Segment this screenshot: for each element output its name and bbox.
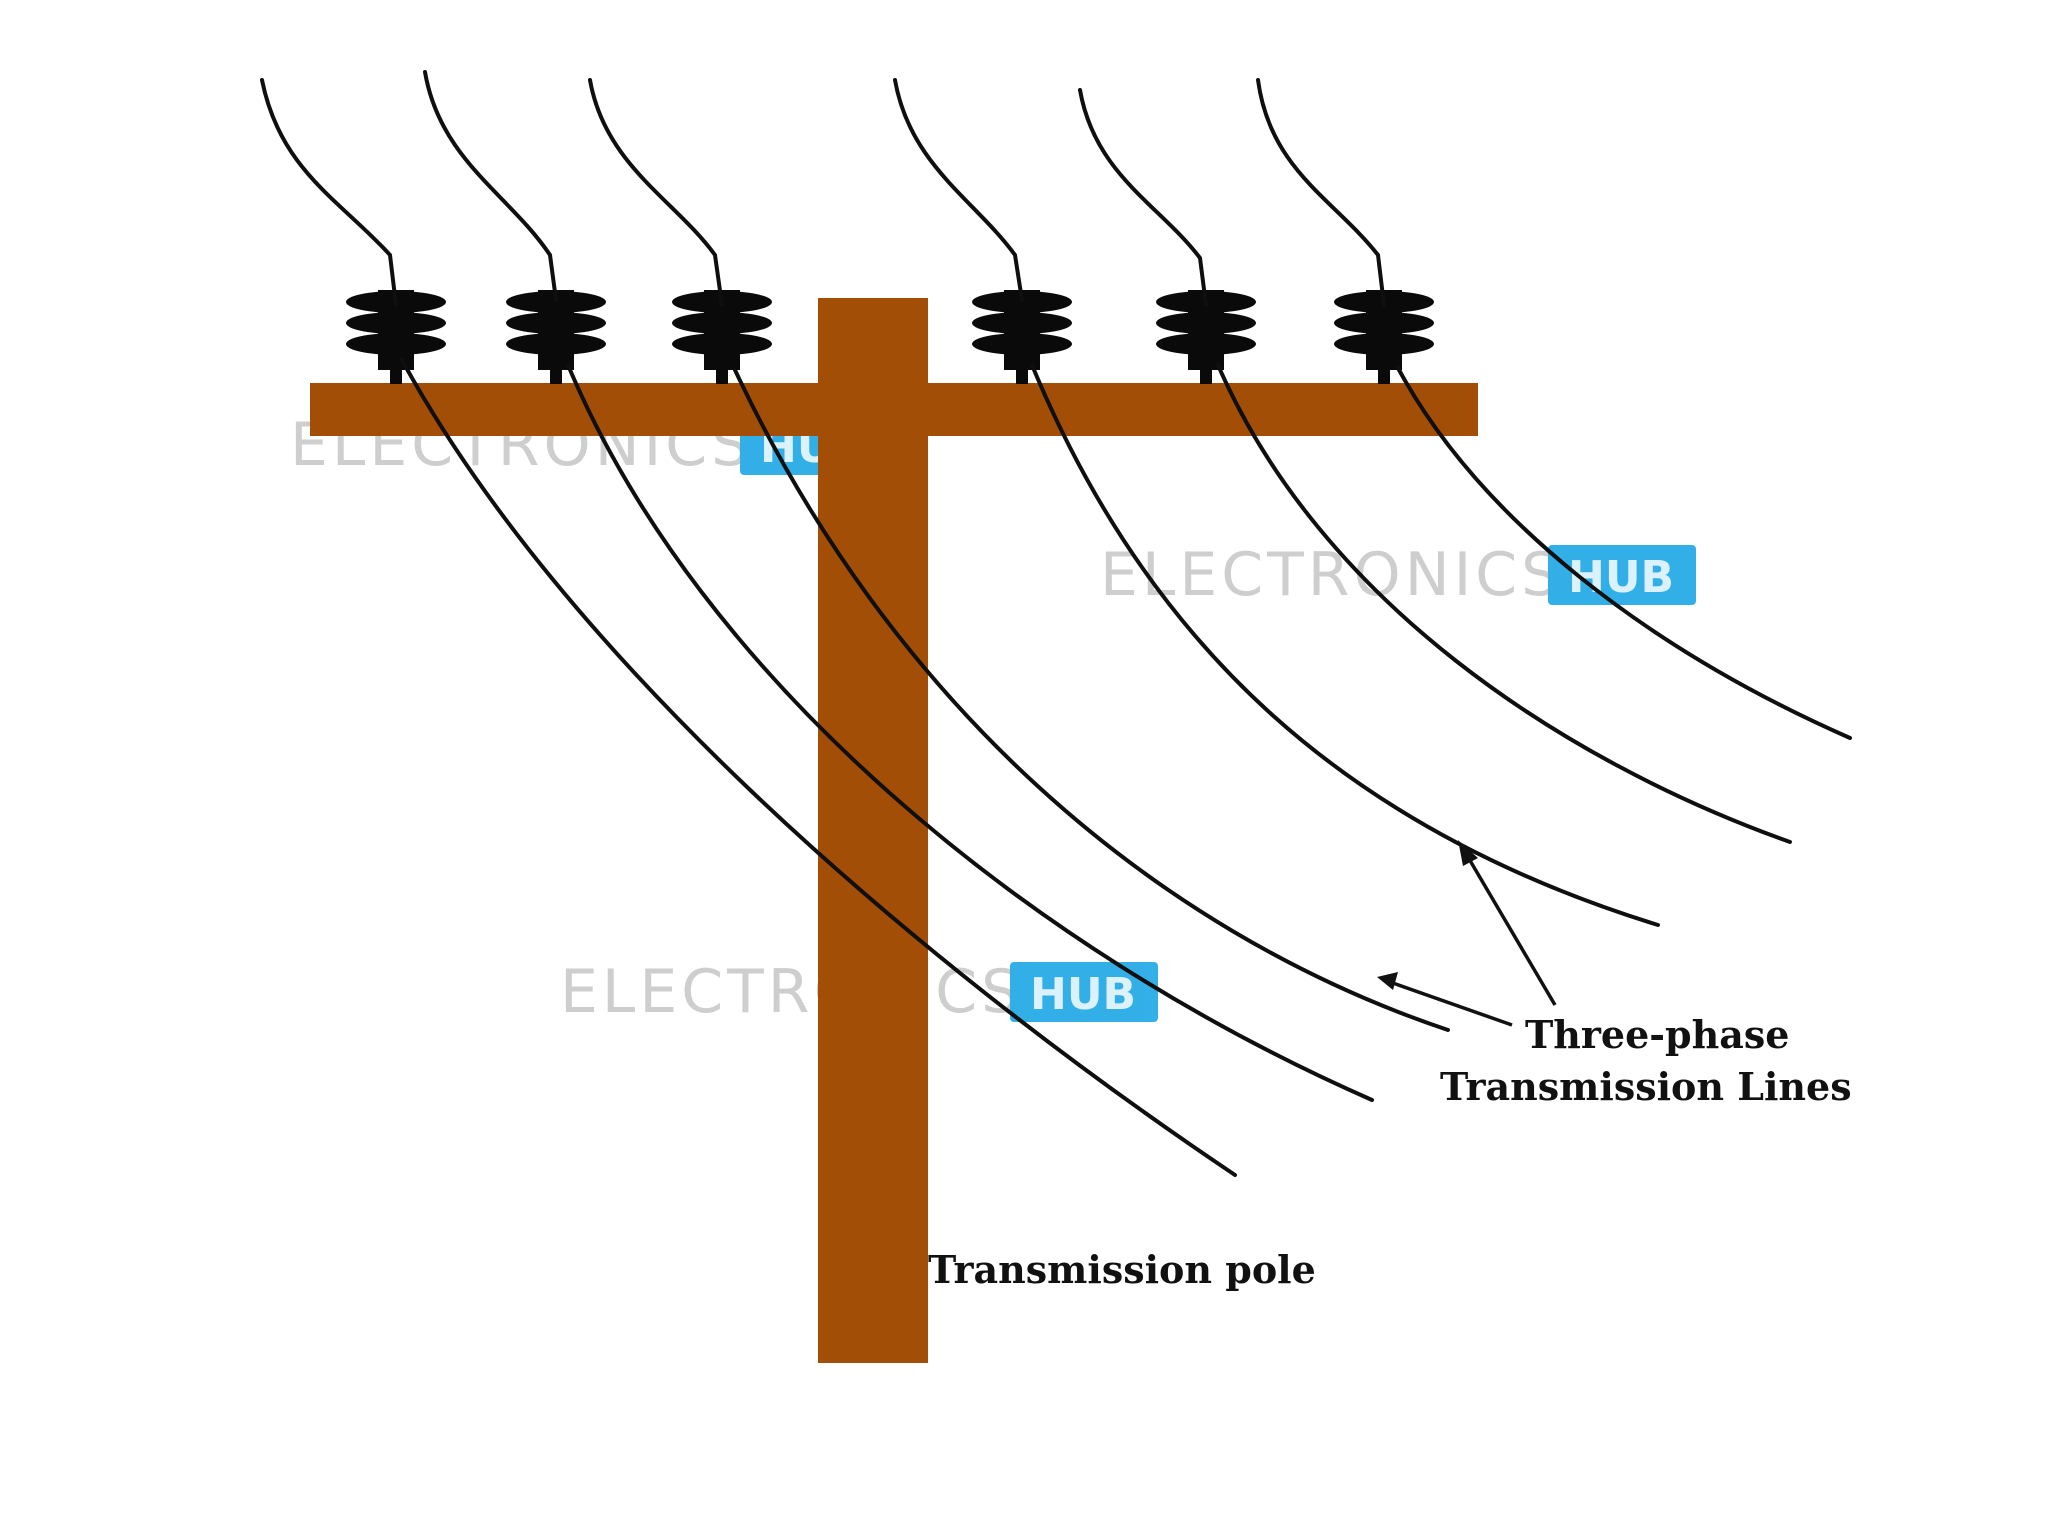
- wire-top-3: [588, 78, 724, 307]
- label-transmission-lines: Transmission Lines: [1440, 1064, 1852, 1109]
- pole-post: [818, 298, 928, 1363]
- wire-top-2: [423, 70, 558, 302]
- transmission-line-4: [1030, 363, 1660, 927]
- insulator-4: [972, 290, 1072, 384]
- label-three-phase: Three-phase: [1525, 1012, 1789, 1057]
- transmission-line-3: [733, 368, 1450, 1032]
- arrow-head-upper: [1458, 840, 1478, 866]
- cross-arm: [310, 383, 1478, 436]
- wires-top: [260, 70, 1386, 307]
- wire-top-4: [893, 78, 1024, 302]
- wire-top-1: [260, 78, 398, 307]
- insulator-3: [672, 290, 772, 384]
- watermark-text: ELECTRONICS: [1100, 540, 1563, 610]
- transmission-line-5: [1216, 363, 1792, 844]
- watermark-badge-text: HUB: [1568, 552, 1674, 603]
- arrow-line-upper: [1463, 851, 1557, 1006]
- transmission-line-2: [566, 363, 1374, 1102]
- insulator-2: [506, 290, 606, 384]
- wire-top-6: [1256, 78, 1386, 307]
- arrow-line-lower: [1389, 980, 1513, 1027]
- transmission-line-6: [1396, 366, 1852, 740]
- watermark-text: ELECTRONICS: [560, 957, 1023, 1027]
- watermark-right: ELECTRONICS HUB: [1100, 540, 1696, 610]
- transmission-lines: [400, 358, 1852, 1177]
- annotation-arrows: [1377, 840, 1557, 1027]
- wire-top-5: [1078, 88, 1208, 307]
- watermark-badge: [1548, 545, 1696, 605]
- watermark-center: ELECTRONICS HUB: [560, 957, 1158, 1027]
- watermark-badge-text: HUB: [1030, 969, 1136, 1020]
- watermark-badge: [1010, 962, 1158, 1022]
- transmission-line-1: [400, 358, 1237, 1177]
- arrow-head-lower: [1377, 972, 1398, 990]
- label-transmission-pole: Transmission pole: [928, 1247, 1316, 1292]
